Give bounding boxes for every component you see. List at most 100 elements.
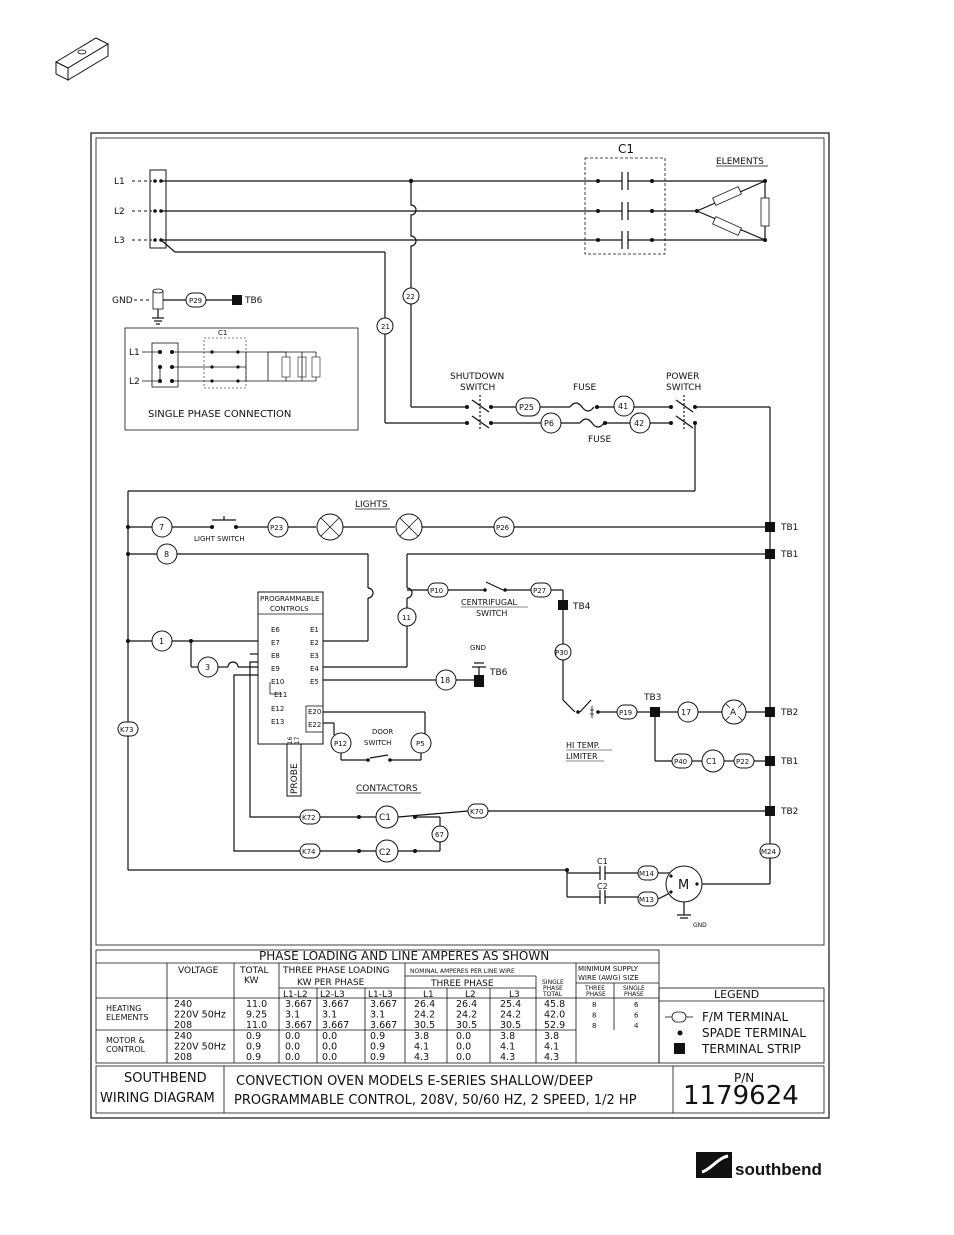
svg-text:PHASE: PHASE [543, 985, 563, 992]
motor-cell: 0.0 [456, 1042, 471, 1053]
svg-text:TERMINAL STRIP: TERMINAL STRIP [701, 1042, 801, 1056]
svg-text:L2: L2 [465, 990, 476, 1000]
motor-cell: 0.0 [285, 1031, 300, 1042]
svg-text:KW PER PHASE: KW PER PHASE [297, 978, 365, 988]
legend-title: LEGEND [714, 988, 759, 1001]
svg-text:PHASE: PHASE [586, 991, 606, 998]
heating-cell: 30.5 [414, 1020, 435, 1031]
svg-text:SHUTDOWN: SHUTDOWN [450, 372, 504, 382]
heating-cell: 45.8 [544, 999, 565, 1010]
motor-cell: 4.1 [544, 1042, 559, 1053]
svg-text:7: 7 [159, 523, 164, 532]
svg-text:SWITCH: SWITCH [476, 609, 507, 618]
svg-text:E17: E17 [294, 736, 301, 748]
motor-cell: 208 [174, 1052, 192, 1063]
circuit-8: 8 TB1 11 [126, 543, 798, 668]
svg-text:K72: K72 [302, 814, 316, 822]
southbend-logo: southbend [696, 1148, 836, 1184]
svg-text:P25: P25 [519, 403, 534, 412]
svg-text:L3: L3 [509, 990, 520, 1000]
heating-cell: 3.667 [285, 999, 312, 1010]
svg-text:TOTAL: TOTAL [542, 991, 563, 998]
heating-cell: 3.1 [370, 1010, 385, 1021]
motor-cell: 3.8 [414, 1031, 429, 1042]
svg-text:SINGLE: SINGLE [542, 979, 564, 986]
inner-frame [95, 137, 825, 946]
motor-cell: 0.9 [246, 1042, 261, 1053]
heating-cell: 6 [634, 1012, 639, 1020]
heating-elements: ELEMENTS [695, 157, 770, 242]
single-phase-connection: L1 L2 C1 SINGLE PHASE CONNECTION [124, 327, 359, 431]
heating-cell: 25.4 [500, 999, 521, 1010]
fm-terminal-icon [665, 1011, 693, 1023]
svg-text:WIRE (AWG) SIZE: WIRE (AWG) SIZE [578, 974, 639, 982]
title-line-2: PROGRAMMABLE CONTROL, 208V, 50/60 HZ, 2 … [234, 1093, 637, 1108]
heating-cell: 8 [592, 1022, 596, 1030]
svg-text:SWITCH: SWITCH [460, 383, 495, 393]
label-l1: L1 [114, 177, 125, 187]
motor-cell: 0.9 [246, 1052, 261, 1063]
svg-text:L1: L1 [129, 348, 140, 358]
programmable-controls: PROGRAMMABLE CONTROLS E6 E7 E8 E9 E10 E1… [257, 591, 437, 797]
centrifugal-circuit: P10 CENTRIFUGAL SWITCH P27 TB4 P30 P19 T… [407, 581, 798, 773]
svg-text:PHASE: PHASE [624, 991, 644, 998]
svg-text:E22: E22 [308, 721, 321, 729]
svg-text:A: A [730, 708, 737, 718]
switch-fuse-section: SHUTDOWN SWITCH P25 FUSE 41 P6 FUSE 42 P… [128, 372, 770, 492]
heating-cell: 3.667 [322, 1020, 349, 1031]
svg-text:M24: M24 [761, 848, 776, 856]
svg-text:CENTRIFUGAL: CENTRIFUGAL [461, 598, 518, 607]
motor-cell: 0.0 [322, 1031, 337, 1042]
motor-cell: 0.0 [285, 1042, 300, 1053]
motor-cell: 3.8 [500, 1031, 515, 1042]
svg-text:P23: P23 [270, 524, 283, 532]
svg-text:DOOR: DOOR [372, 728, 393, 736]
svg-text:SWITCH: SWITCH [364, 739, 391, 747]
motor-circuit: C1 C2 M14 M13 M M24 GND [128, 843, 781, 929]
heating-cell: 30.5 [456, 1020, 477, 1031]
svg-text:L1-L2: L1-L2 [283, 990, 308, 1000]
svg-text:E12: E12 [271, 705, 284, 713]
svg-text:P10: P10 [430, 587, 443, 595]
circuit-1-3: 1 3 [126, 630, 300, 852]
svg-text:E5: E5 [310, 678, 319, 686]
label-l3: L3 [114, 236, 125, 246]
motor-cell: 0.0 [322, 1052, 337, 1063]
svg-text:TB2: TB2 [780, 807, 798, 817]
svg-text:FUSE: FUSE [588, 435, 611, 445]
svg-text:E2: E2 [310, 639, 319, 647]
wire-22: 22 [406, 293, 415, 301]
ground-connection: GND P29 TB6 [112, 288, 263, 325]
svg-text:KW: KW [244, 976, 259, 986]
svg-text:L2-L3: L2-L3 [320, 990, 345, 1000]
svg-text:L1-L3: L1-L3 [368, 990, 393, 1000]
heating-cell: 30.5 [500, 1020, 521, 1031]
svg-text:E3: E3 [310, 652, 319, 660]
legend: LEGEND F/M TERMINAL SPADE TERMINAL TERMI… [658, 987, 825, 1064]
terminal-strip-icon [674, 1043, 685, 1054]
svg-text:TOTAL: TOTAL [239, 966, 269, 976]
svg-text:MOTOR &: MOTOR & [106, 1036, 145, 1045]
svg-text:GND: GND [470, 644, 486, 652]
terminal-rail-icon [54, 37, 110, 81]
svg-text:C1: C1 [379, 813, 391, 823]
svg-text:ELEMENTS: ELEMENTS [106, 1013, 148, 1022]
svg-text:NOMINAL AMPERES PER LINE WIRE: NOMINAL AMPERES PER LINE WIRE [410, 968, 515, 975]
heating-cell: 240 [174, 999, 192, 1010]
svg-text:P26: P26 [496, 524, 510, 532]
svg-text:LIGHTS: LIGHTS [355, 500, 388, 510]
heating-cell: 4 [634, 1022, 639, 1030]
svg-text:41: 41 [618, 402, 628, 411]
svg-text:TB1: TB1 [780, 757, 798, 767]
heating-cell: 26.4 [456, 999, 477, 1010]
motor-cell: 0.0 [456, 1052, 471, 1063]
svg-text:THREE: THREE [584, 985, 605, 992]
heating-cell: 42.0 [544, 1010, 565, 1021]
heating-cell: 24.2 [500, 1010, 521, 1021]
svg-text:3: 3 [205, 663, 210, 672]
svg-text:11: 11 [402, 614, 411, 622]
door-switch: P12 P5 DOOR SWITCH [323, 711, 432, 762]
gnd-label: GND [112, 296, 133, 306]
heating-cell: 11.0 [246, 1020, 267, 1031]
